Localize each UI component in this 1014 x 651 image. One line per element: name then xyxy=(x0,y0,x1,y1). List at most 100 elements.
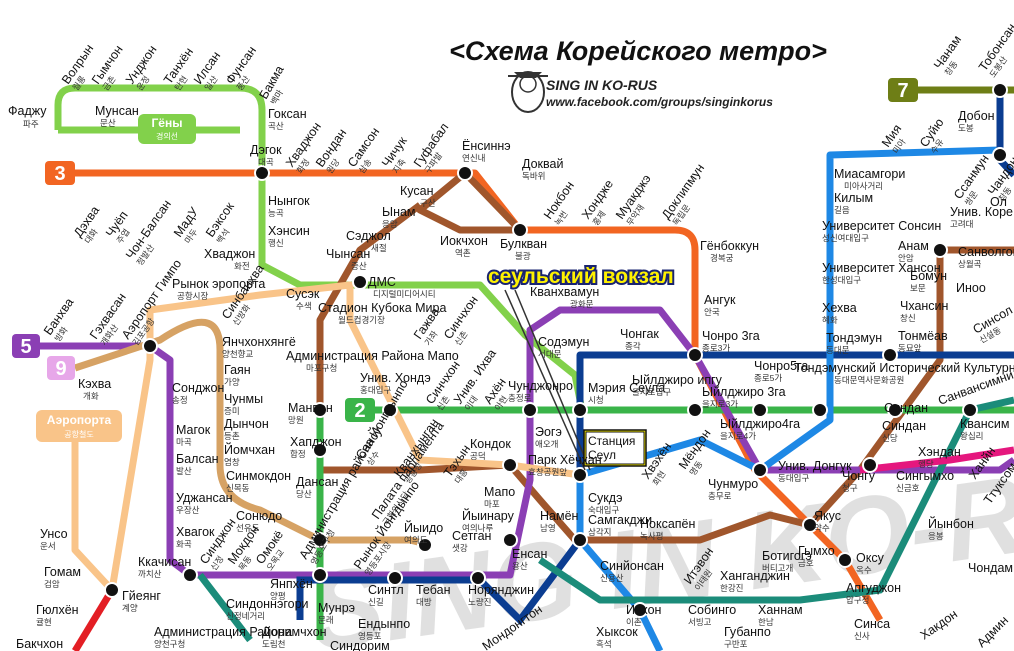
station-dot[interactable] xyxy=(457,165,473,181)
station-dot[interactable] xyxy=(522,402,538,418)
station-dot[interactable] xyxy=(312,532,328,548)
station-dot[interactable] xyxy=(572,402,588,418)
station-dot[interactable] xyxy=(992,82,1008,98)
station-dot[interactable] xyxy=(632,602,648,618)
station-label[interactable]: Бакчхон xyxy=(16,637,63,651)
station-dot[interactable] xyxy=(142,338,158,354)
station-dot[interactable] xyxy=(837,552,853,568)
station-dot[interactable] xyxy=(687,402,703,418)
station-dot[interactable] xyxy=(312,402,328,418)
station-box-seoul[interactable]: Станция Сеул xyxy=(583,429,647,467)
station-label[interactable]: Чондам xyxy=(968,561,1013,575)
station-dot[interactable] xyxy=(752,402,768,418)
station-dot[interactable] xyxy=(932,242,948,258)
station-label[interactable]: Ол xyxy=(990,195,1007,209)
station-dot[interactable] xyxy=(687,347,703,363)
station-dot[interactable] xyxy=(962,402,978,418)
station-dot[interactable] xyxy=(470,570,486,586)
station-dot[interactable] xyxy=(512,222,528,238)
station-label[interactable]: Синдан xyxy=(884,401,928,415)
station-dot[interactable] xyxy=(312,567,328,583)
station-dot[interactable] xyxy=(812,402,828,418)
station-dot[interactable] xyxy=(572,532,588,548)
station-dot[interactable] xyxy=(752,462,768,478)
